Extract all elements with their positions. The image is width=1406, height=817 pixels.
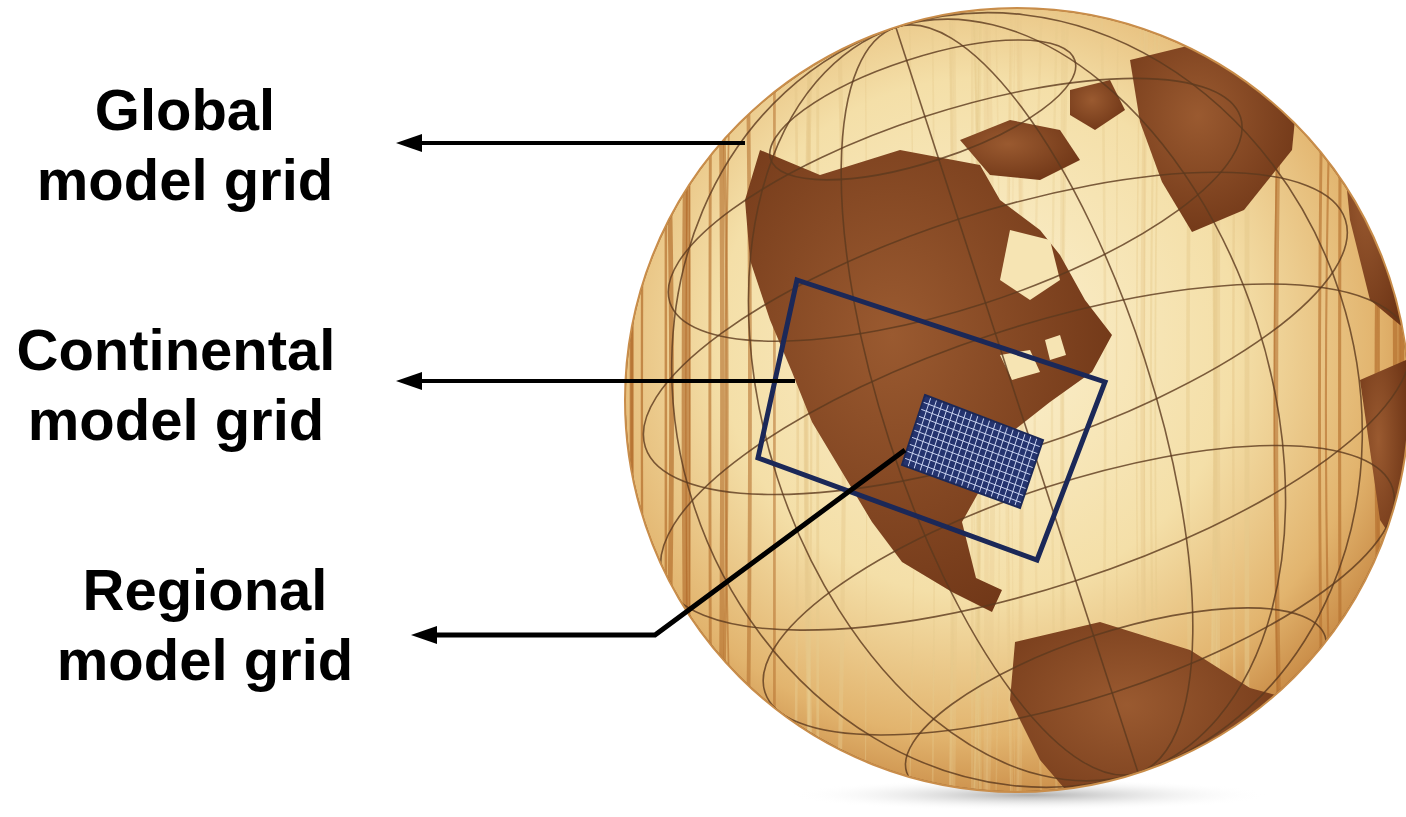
regional-grid-outline [902,395,1043,508]
grain-stroke [725,0,732,817]
grain-stroke [720,0,722,817]
grain-stroke [795,0,798,817]
globe-rim [625,8,1406,792]
grain-stroke [687,0,688,817]
grain-stroke [773,0,776,817]
grain-stroke [642,0,644,817]
regional-grid-box [902,395,1043,508]
grain-stroke [1340,0,1341,817]
grid-label: Regional model grid [45,555,365,695]
grain-stroke [710,0,711,817]
grain-stroke [1326,0,1333,817]
regional-grid-lines [902,395,1043,510]
grain-stroke [689,0,691,817]
grid-label: Global model grid [25,75,345,215]
grain-stroke [664,0,667,817]
grain-stroke [686,0,691,817]
grain-stroke [1320,0,1324,817]
continents [745,38,1406,817]
grain-stroke [629,0,634,817]
grain-stroke [747,0,750,817]
leader-arrows [396,134,905,644]
grain-stroke [665,0,672,817]
graticule [523,0,1406,817]
mesh-line [904,458,1022,503]
grid-label: Continental model grid [6,315,346,455]
grain-stroke [631,0,632,817]
